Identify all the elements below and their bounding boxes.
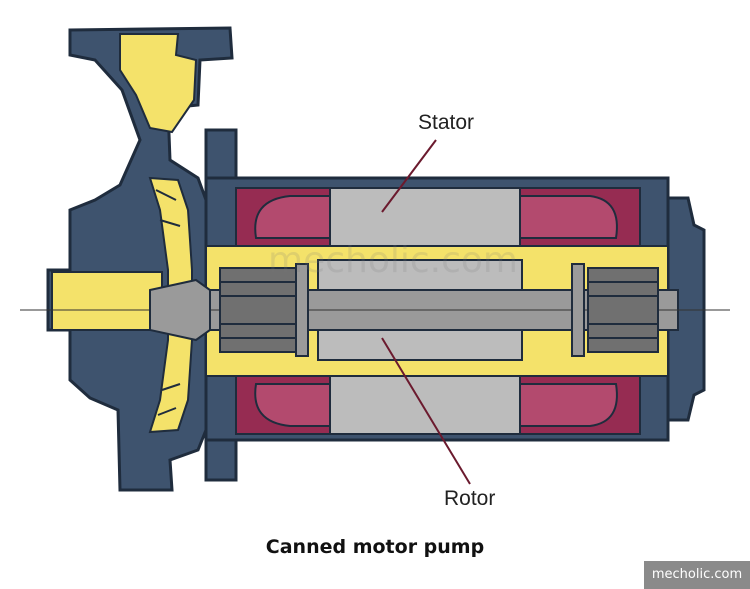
coil-end-upper-left xyxy=(254,195,331,239)
coil-end-lower-right xyxy=(519,383,618,427)
coil-end-upper-right xyxy=(519,195,618,239)
pump-cross-section xyxy=(20,26,730,492)
rotor-leader-line xyxy=(381,337,471,485)
impeller-vanes xyxy=(155,189,181,416)
suction-fluid xyxy=(51,271,163,331)
stator-label: Stator xyxy=(418,111,475,134)
inlet-fluid xyxy=(119,33,198,134)
figure-caption: Canned motor pump xyxy=(265,536,485,558)
rotor-label: Rotor xyxy=(444,487,496,510)
thrust-collar-front xyxy=(295,263,309,357)
source-badge: mecholic.com xyxy=(644,561,750,589)
coil-end-lower-left xyxy=(254,383,331,427)
rear-bearing xyxy=(587,267,659,353)
bearing-segments xyxy=(220,281,658,339)
front-flange xyxy=(204,128,238,482)
stator-core-upper xyxy=(329,187,521,247)
stator-core-lower xyxy=(329,375,521,435)
thrust-collar-rear xyxy=(571,263,585,357)
impeller-hub xyxy=(149,278,211,342)
rear-cover xyxy=(666,196,706,422)
watermark: mecholic.com xyxy=(268,240,518,281)
stator-leader-line xyxy=(381,139,437,213)
